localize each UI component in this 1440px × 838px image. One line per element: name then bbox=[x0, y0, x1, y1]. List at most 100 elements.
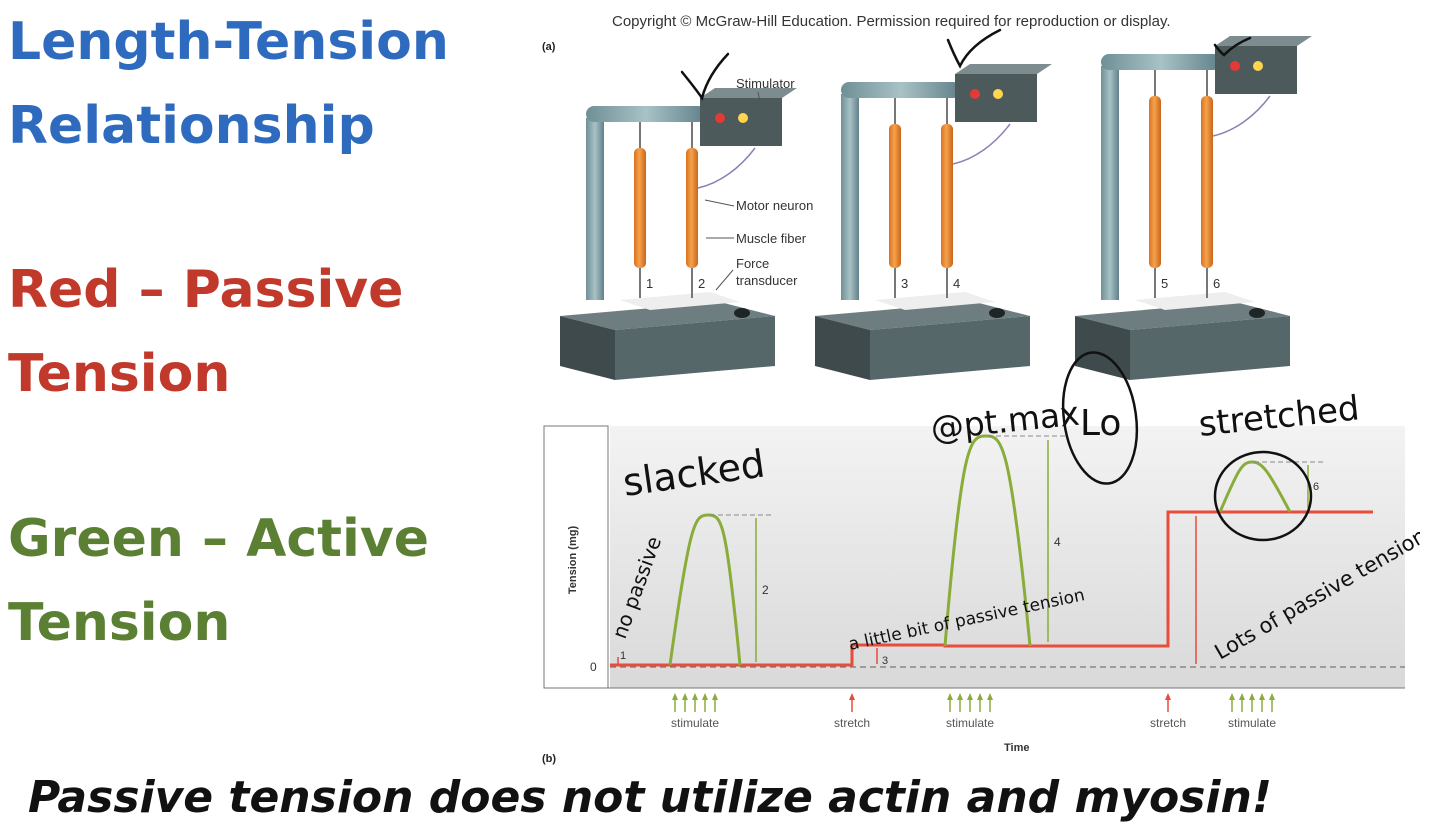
graph-xlabel: Time bbox=[1004, 742, 1029, 754]
fiber-number-label: 5 bbox=[1161, 276, 1168, 291]
label-transducer: transducer bbox=[736, 273, 798, 288]
part-b-label: (b) bbox=[542, 753, 556, 765]
stimulate-arrow-2-2 bbox=[957, 693, 963, 712]
stand-arm bbox=[586, 106, 706, 122]
force-leader bbox=[715, 269, 734, 291]
transducer-plate bbox=[1135, 292, 1255, 310]
active-tension-curve-3 bbox=[1218, 460, 1292, 513]
stimulator-box-top bbox=[700, 88, 797, 98]
fiber-number-label: 1 bbox=[646, 276, 653, 291]
stimulate-arrow-1-2 bbox=[682, 693, 688, 712]
label-muscle-fiber: Muscle fiber bbox=[736, 231, 807, 246]
graph-zero-label: 0 bbox=[590, 660, 597, 674]
passive-legend-line-1: Red – Passive bbox=[8, 260, 404, 320]
event-label-stretch-2: stretch bbox=[1150, 716, 1186, 730]
base-side bbox=[560, 316, 615, 380]
base-knob bbox=[989, 308, 1005, 318]
base-front bbox=[615, 316, 775, 380]
graph-ylabel: Tension (mg) bbox=[567, 526, 579, 595]
fiber-body bbox=[634, 148, 646, 268]
stimulate-arrow-2-4 bbox=[977, 693, 983, 712]
transducer-plate bbox=[620, 292, 740, 310]
motor-neuron-leader bbox=[704, 199, 735, 207]
stretch-arrow-2 bbox=[1165, 693, 1171, 712]
fiber-body bbox=[1149, 96, 1161, 268]
muscle-fiber-6: 6 bbox=[1201, 70, 1220, 298]
event-label-stimulate-1: stimulate bbox=[671, 716, 719, 730]
stimulate-arrow-3-1 bbox=[1229, 693, 1235, 712]
circle-lo bbox=[1061, 351, 1139, 485]
measure-label-1: 1 bbox=[620, 650, 626, 662]
stand-post bbox=[841, 94, 859, 300]
measure-label-4: 4 bbox=[1054, 535, 1061, 549]
footer-statement: Passive tension does not utilize actin a… bbox=[28, 772, 1272, 823]
label-stimulator: Stimulator bbox=[736, 76, 795, 91]
stimulator-yellow-light bbox=[993, 89, 1003, 99]
muscle-fiber-3: 3 bbox=[889, 98, 908, 298]
stimulate-arrow-1-1 bbox=[672, 693, 678, 712]
active-tension-curve-1 bbox=[668, 513, 742, 666]
stimulator-yellow-light bbox=[1253, 61, 1263, 71]
event-label-stimulate-3: stimulate bbox=[1228, 716, 1276, 730]
slide-title: Length-Tension Relationship bbox=[8, 0, 449, 168]
base-side bbox=[815, 316, 870, 380]
stimulate-arrow-2-1 bbox=[947, 693, 953, 712]
length-tension-figure: Copyright © McGraw-Hill Education. Permi… bbox=[542, 13, 1420, 765]
muscle-fiber-5: 5 bbox=[1149, 70, 1168, 298]
motor-neuron-wire bbox=[697, 147, 756, 189]
stimulate-arrow-3-2 bbox=[1239, 693, 1245, 712]
handwritten-checkmarks bbox=[680, 28, 1252, 101]
active-legend-line-2: Tension bbox=[8, 593, 231, 653]
ylabel-panel bbox=[543, 425, 609, 689]
fiber-number-label: 6 bbox=[1213, 276, 1220, 291]
stimulate-arrow-3-3 bbox=[1249, 693, 1255, 712]
measure-label-2: 2 bbox=[762, 583, 769, 597]
stimulate-arrow-3-5 bbox=[1269, 693, 1275, 712]
muscle-fiber-4: 4 bbox=[941, 98, 960, 298]
event-label-stretch-1: stretch bbox=[834, 716, 870, 730]
base-top bbox=[815, 302, 1030, 330]
measure-label-6: 6 bbox=[1313, 481, 1319, 493]
stimulator-box-top bbox=[955, 64, 1052, 74]
stimulate-arrow-1-5 bbox=[712, 693, 718, 712]
measure-label-3: 3 bbox=[882, 655, 888, 667]
checkmark-3 bbox=[1213, 36, 1252, 57]
stimulator-red-light bbox=[1230, 61, 1240, 71]
base-front bbox=[870, 316, 1030, 380]
muscle-fiber-1: 1 bbox=[634, 122, 653, 298]
stimulate-arrow-2-3 bbox=[967, 693, 973, 712]
stimulate-arrow-1-4 bbox=[702, 693, 708, 712]
part-a-label: (a) bbox=[542, 41, 556, 53]
stimulator-yellow-light bbox=[738, 113, 748, 123]
fiber-number-label: 3 bbox=[901, 276, 908, 291]
stimulate-arrow-1-3 bbox=[692, 693, 698, 712]
base-top bbox=[1075, 302, 1290, 330]
transducer-plate bbox=[875, 292, 995, 310]
muscle-fiber-2: 2 bbox=[686, 122, 705, 298]
copyright-notice: Copyright © McGraw-Hill Education. Permi… bbox=[612, 13, 1171, 30]
stimulator-box-top bbox=[1215, 36, 1312, 46]
label-force: Force bbox=[736, 256, 769, 271]
base-front bbox=[1130, 316, 1290, 380]
active-tension-curve-2 bbox=[943, 434, 1032, 647]
passive-tension-legend: Red – Passive Tension bbox=[8, 248, 403, 416]
fiber-body bbox=[941, 124, 953, 268]
stimulator-red-light bbox=[970, 89, 980, 99]
stimulate-arrow-3-4 bbox=[1259, 693, 1265, 712]
label-motor-neuron: Motor neuron bbox=[736, 198, 813, 213]
stimulate-arrow-2-5 bbox=[987, 693, 993, 712]
passive-legend-line-2: Tension bbox=[8, 344, 231, 404]
stimulator-leader bbox=[757, 91, 763, 113]
checkmark-2 bbox=[946, 28, 1002, 69]
motor-neuron-wire bbox=[1212, 95, 1271, 137]
circle-stretched-peak bbox=[1213, 450, 1313, 542]
active-legend-line-1: Green – Active bbox=[8, 509, 430, 569]
handwriting-lo: Lo bbox=[1080, 403, 1121, 444]
stimulator-red-light bbox=[715, 113, 725, 123]
active-tension-legend: Green – Active Tension bbox=[8, 497, 429, 665]
stand-arm bbox=[1101, 54, 1221, 70]
motor-neuron-wire bbox=[952, 123, 1011, 165]
